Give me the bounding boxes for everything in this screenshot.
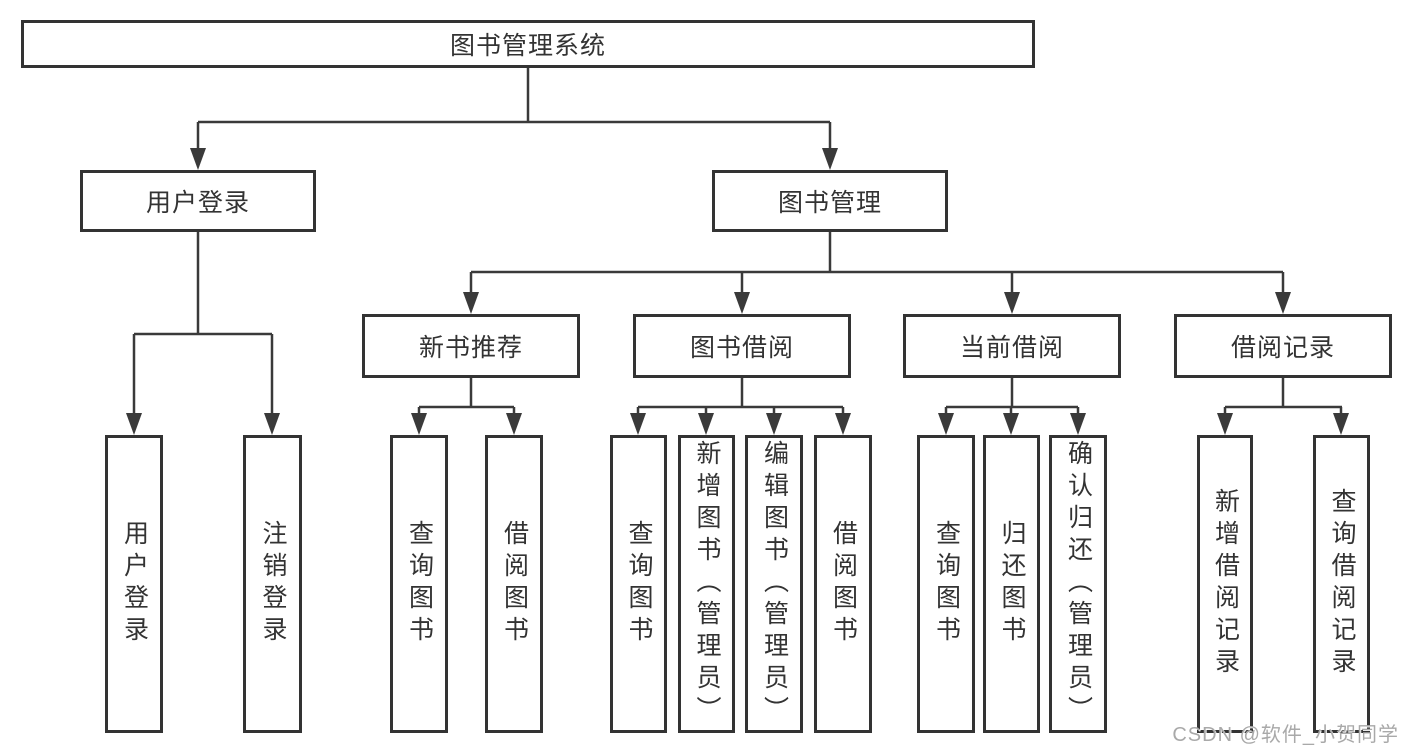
node-borrow-records: 借阅记录	[1174, 314, 1392, 378]
leaf-query-books-recommend: 查询图书	[390, 435, 448, 733]
node-book-management: 图书管理	[712, 170, 948, 232]
leaf-query-books-borrow: 查询图书	[610, 435, 667, 733]
leaf-user-login: 用户登录	[105, 435, 163, 733]
node-root-system: 图书管理系统	[21, 20, 1035, 68]
leaf-add-borrow-record: 新增借阅记录	[1197, 435, 1253, 733]
leaf-query-books-current: 查询图书	[917, 435, 975, 733]
node-new-book-recommend: 新书推荐	[362, 314, 580, 378]
leaf-borrow-books: 借阅图书	[814, 435, 872, 733]
node-current-borrow: 当前借阅	[903, 314, 1121, 378]
leaf-confirm-return-admin: 确认归还（管理员）	[1049, 435, 1107, 733]
csdn-watermark: CSDN @软件_小贺同学	[1172, 724, 1399, 746]
leaf-borrow-books-recommend: 借阅图书	[485, 435, 543, 733]
node-user-login: 用户登录	[80, 170, 316, 232]
leaf-add-book-admin: 新增图书（管理员）	[678, 435, 735, 733]
node-book-borrow: 图书借阅	[633, 314, 851, 378]
leaf-edit-book-admin: 编辑图书（管理员）	[745, 435, 803, 733]
leaf-query-borrow-record: 查询借阅记录	[1313, 435, 1370, 733]
leaf-logout: 注销登录	[243, 435, 302, 733]
leaf-return-book: 归还图书	[983, 435, 1040, 733]
